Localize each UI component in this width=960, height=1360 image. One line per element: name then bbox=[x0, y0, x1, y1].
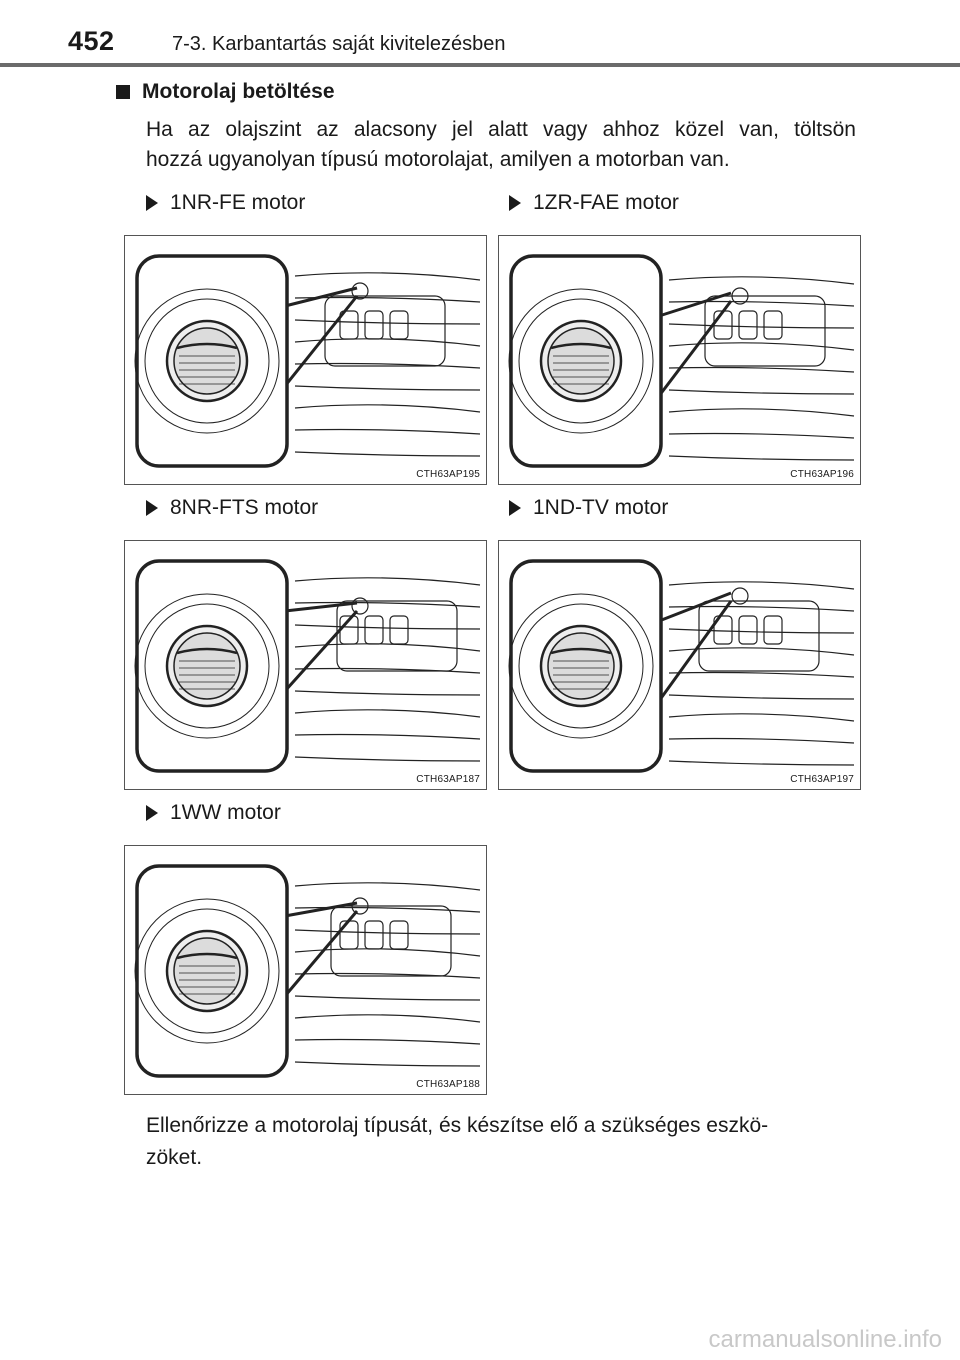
arrow-right-icon bbox=[146, 500, 158, 516]
intro-paragraph: Ha az olajszint az alacsony jel alatt va… bbox=[146, 115, 856, 175]
figure-code: CTH63AP197 bbox=[790, 774, 854, 785]
engine-label-text: 1NR-FE motor bbox=[170, 191, 306, 214]
oil-cap-illustration bbox=[134, 864, 481, 1078]
outro-paragraph: Ellenőrizze a motorolaj típusát, és kész… bbox=[146, 1110, 866, 1174]
page-header: 452 7-3. Karbantartás saját kivitelezésb… bbox=[0, 0, 960, 67]
outro-line-2: zöket. bbox=[146, 1146, 203, 1169]
engine-label-text: 1WW motor bbox=[170, 801, 281, 824]
chapter-title: 7-3. Karbantartás saját kivitelezésben bbox=[172, 33, 506, 55]
engine-figure-2: CTH63AP196 bbox=[498, 235, 861, 485]
engine-label-4: 1ND-TV motor bbox=[509, 496, 668, 520]
engine-label-5: 1WW motor bbox=[146, 801, 281, 825]
engine-figure-4: CTH63AP197 bbox=[498, 540, 861, 790]
arrow-right-icon bbox=[509, 500, 521, 516]
engine-label-text: 1ZR-FAE motor bbox=[533, 191, 679, 214]
watermark: carmanualsonline.info bbox=[708, 1326, 942, 1353]
arrow-right-icon bbox=[146, 195, 158, 211]
bullet-square-icon bbox=[116, 85, 130, 99]
engine-label-text: 8NR-FTS motor bbox=[170, 496, 319, 519]
arrow-right-icon bbox=[509, 195, 521, 211]
oil-cap-illustration bbox=[134, 254, 481, 468]
arrow-right-icon bbox=[146, 805, 158, 821]
intro-line-2: hozzá ugyanolyan típusú motorolajat, ami… bbox=[146, 148, 730, 171]
engine-label-2: 1ZR-FAE motor bbox=[509, 191, 679, 215]
engine-label-3: 8NR-FTS motor bbox=[146, 496, 318, 520]
oil-cap-illustration bbox=[508, 254, 855, 468]
engine-figure-3: CTH63AP187 bbox=[124, 540, 487, 790]
section-heading: Motorolaj betöltése bbox=[116, 80, 335, 104]
engine-figure-5: CTH63AP188 bbox=[124, 845, 487, 1095]
section-heading-text: Motorolaj betöltése bbox=[142, 80, 335, 103]
outro-line-1: Ellenőrizze a motorolaj típusát, és kész… bbox=[146, 1114, 769, 1137]
page-number: 452 bbox=[68, 26, 115, 56]
figure-code: CTH63AP187 bbox=[416, 774, 480, 785]
intro-line-1: Ha az olajszint az alacsony jel alatt va… bbox=[146, 118, 856, 141]
figure-code: CTH63AP188 bbox=[416, 1079, 480, 1090]
header-rule bbox=[0, 63, 960, 67]
engine-label-text: 1ND-TV motor bbox=[533, 496, 669, 519]
engine-figure-1: CTH63AP195 bbox=[124, 235, 487, 485]
oil-cap-illustration bbox=[508, 559, 855, 773]
engine-label-1: 1NR-FE motor bbox=[146, 191, 305, 215]
figure-code: CTH63AP196 bbox=[790, 469, 854, 480]
figure-code: CTH63AP195 bbox=[416, 469, 480, 480]
oil-cap-illustration bbox=[134, 559, 481, 773]
